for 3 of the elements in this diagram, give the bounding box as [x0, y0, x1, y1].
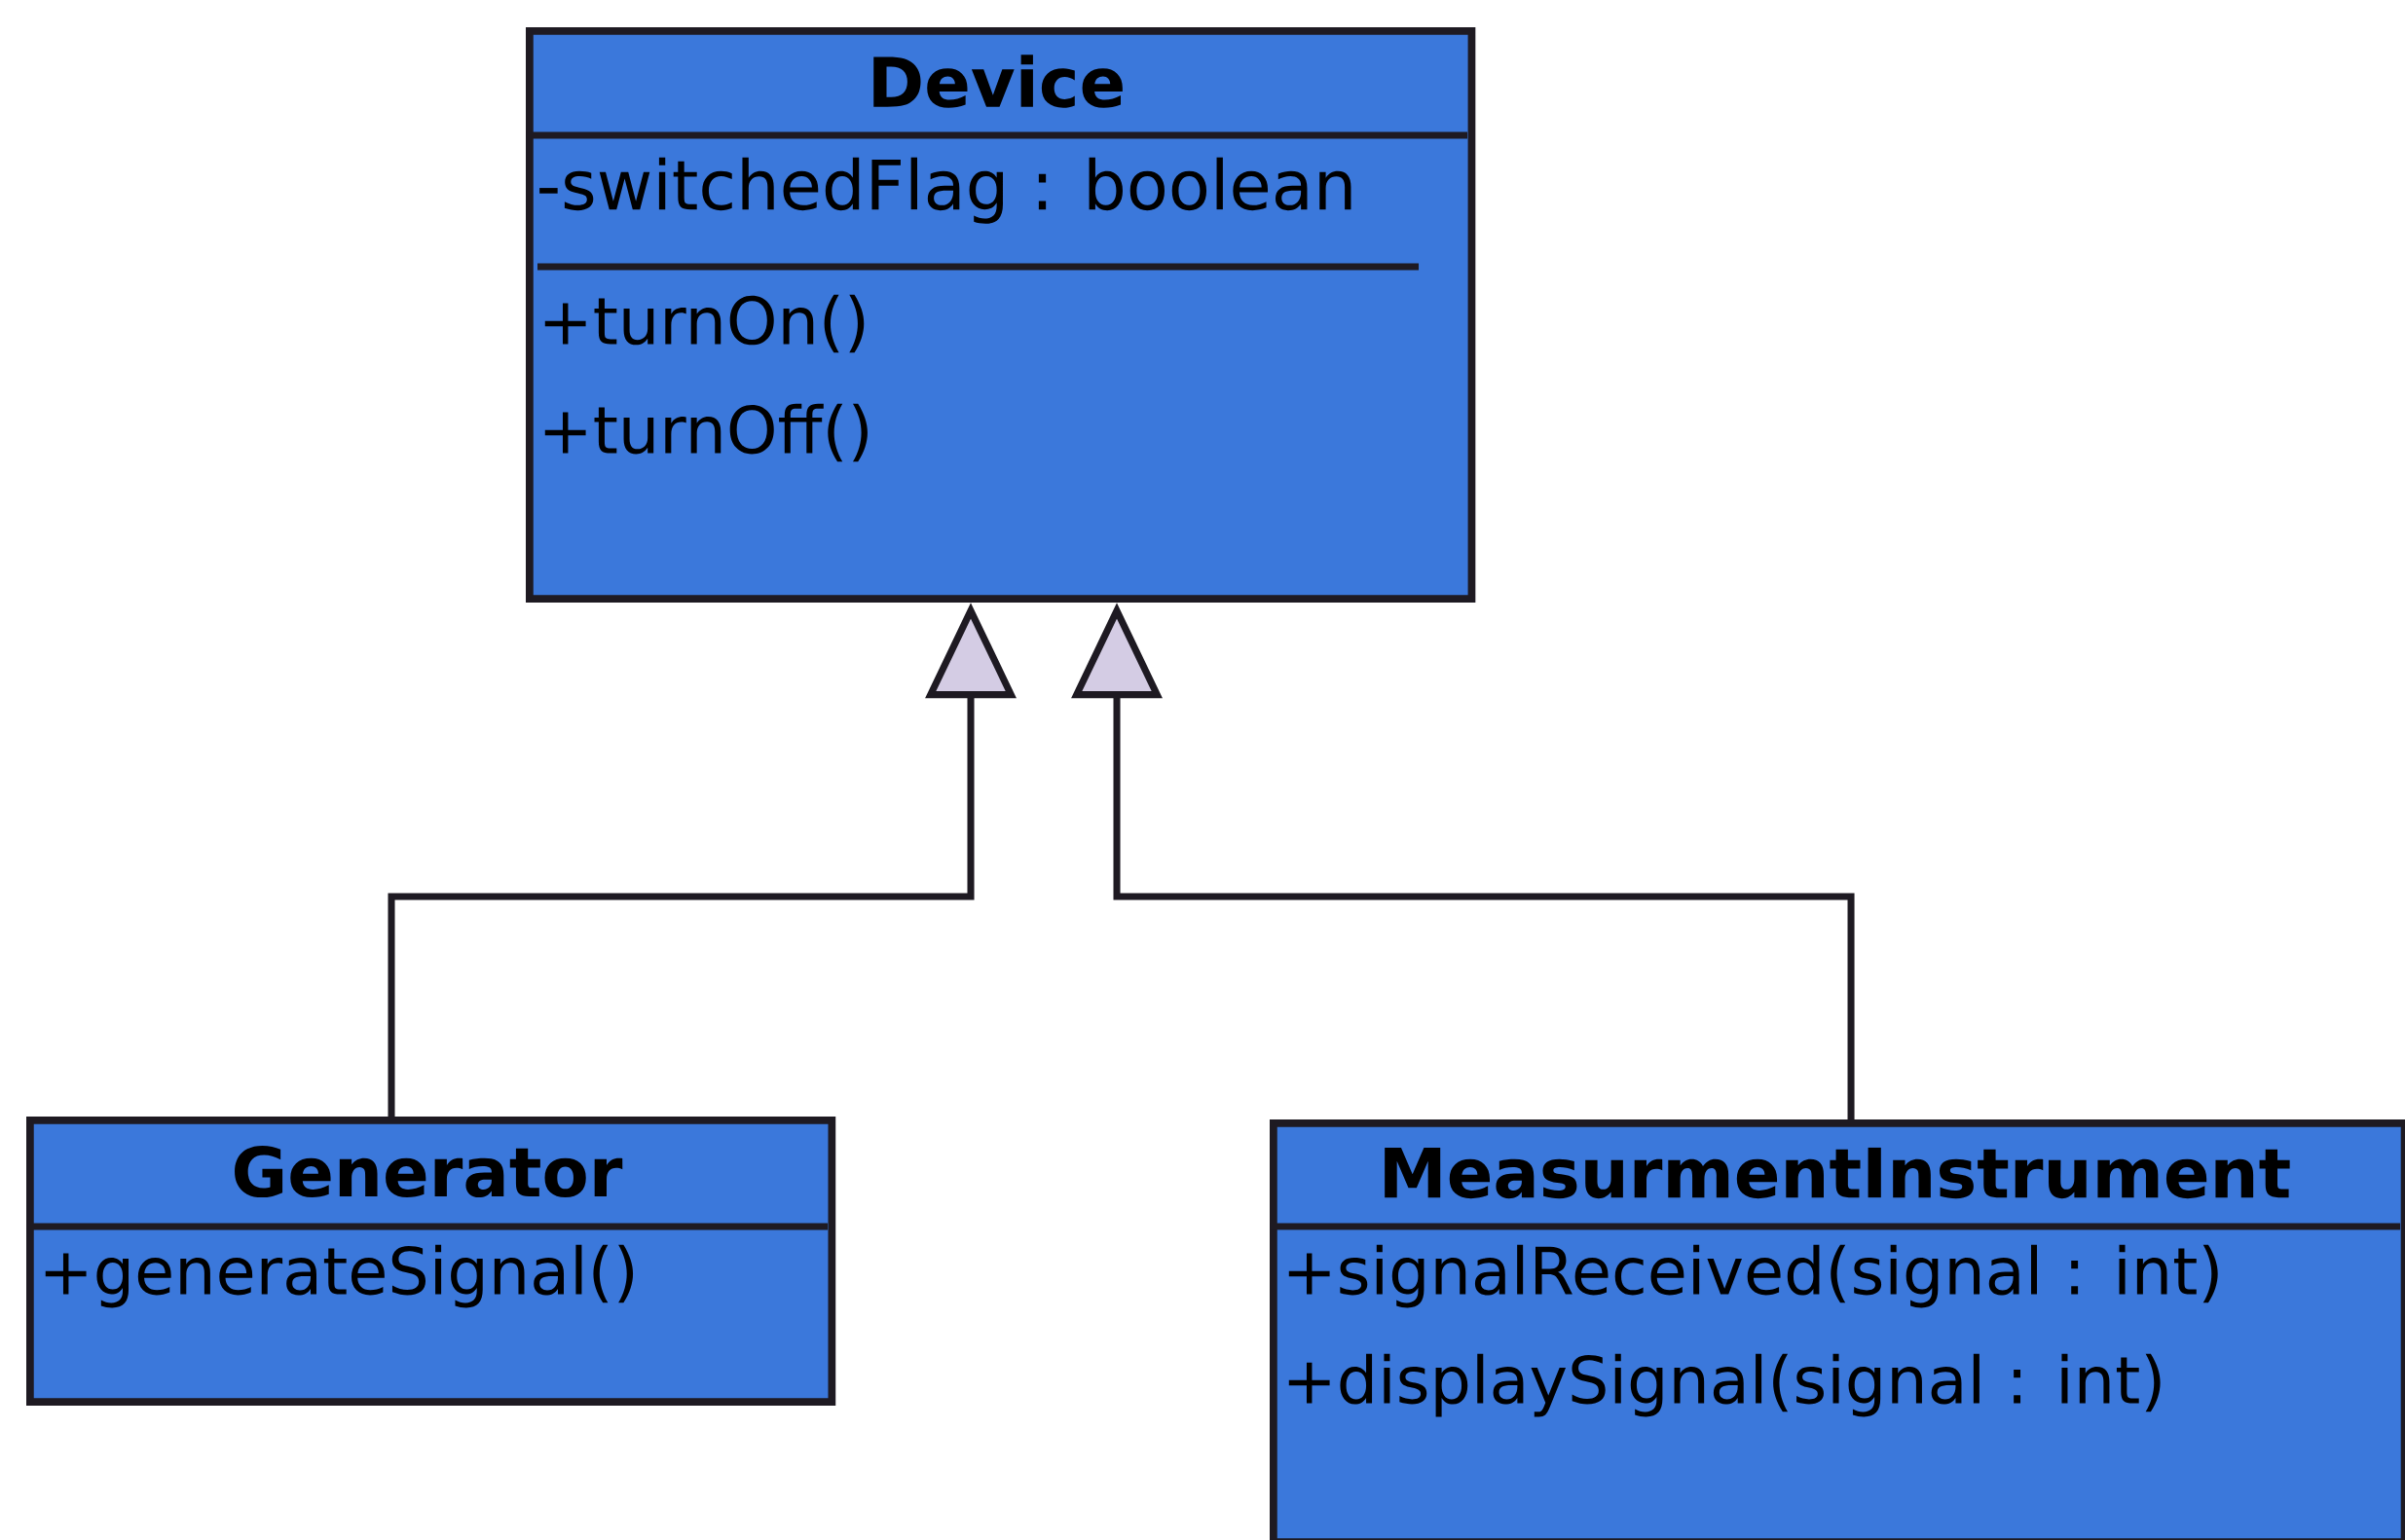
class-box: Device -switchedFlag : boolean +turnOn() +turnOff(): [526, 27, 1476, 604]
class-box: MeasurmentInstrument +signalReceived(signal : int) +displaySignal(signal : int): [1270, 1119, 2405, 1540]
class-box: Generator +generateSignal(): [26, 1117, 836, 1406]
